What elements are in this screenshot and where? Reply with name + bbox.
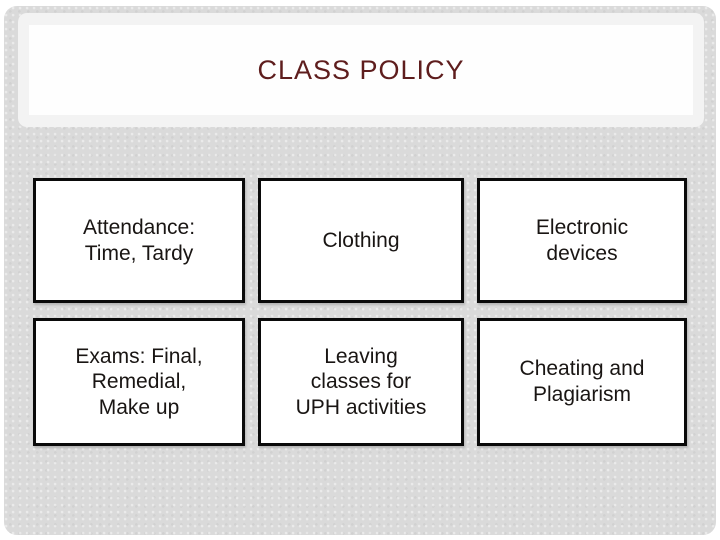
policy-box-electronic-devices-label: Electronic devices — [535, 215, 629, 265]
title-banner: CLASS POLICY — [18, 13, 704, 127]
policy-box-exams: Exams: Final, Remedial, Make up — [33, 318, 245, 446]
policy-box-electronic-devices: Electronic devices — [477, 178, 687, 303]
policy-box-attendance: Attendance: Time, Tardy — [33, 178, 245, 303]
policy-box-leaving-classes: Leaving classes for UPH activities — [258, 318, 464, 446]
title-banner-card: CLASS POLICY — [29, 25, 693, 115]
policy-box-attendance-label: Attendance: Time, Tardy — [82, 215, 196, 265]
policy-grid: Attendance: Time, Tardy Clothing Electro… — [33, 178, 687, 446]
policy-box-cheating-plagiarism-label: Cheating and Plagiarism — [519, 357, 645, 406]
slide-title: CLASS POLICY — [257, 54, 465, 85]
policy-box-exams-label: Exams: Final, Remedial, Make up — [75, 344, 203, 419]
policy-box-leaving-classes-label: Leaving classes for UPH activities — [295, 344, 427, 419]
policy-box-clothing: Clothing — [258, 178, 464, 303]
policy-box-clothing-label: Clothing — [322, 228, 400, 252]
policy-box-cheating-plagiarism: Cheating and Plagiarism — [477, 318, 687, 446]
